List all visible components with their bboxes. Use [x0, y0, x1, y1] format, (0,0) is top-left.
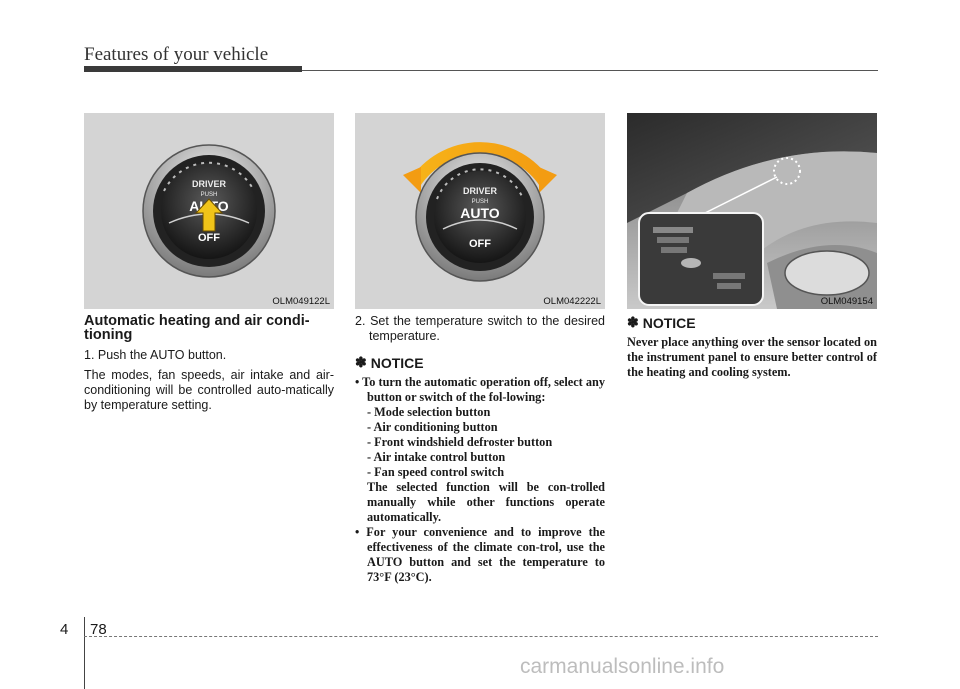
rotate-arrow-icon: [403, 142, 557, 193]
notice-body: • To turn the automatic operation off, s…: [355, 375, 605, 585]
notice-bullet-tail: The selected function will be con-trolle…: [367, 480, 605, 524]
knob-off-label: OFF: [469, 238, 491, 250]
column-temperature: 2. Set the temperature switch to the des…: [355, 314, 605, 585]
knob-off-label: OFF: [198, 232, 220, 244]
chapter-number: 4: [60, 621, 69, 638]
knob-push-label: PUSH: [472, 199, 489, 205]
notice-sub-item: - Front windshield defroster button: [367, 435, 553, 449]
page-number: 78: [90, 621, 107, 638]
header-rule: [302, 70, 878, 71]
figure-code: OLM049154: [820, 296, 873, 307]
figure-temperature-switch: DRIVER PUSH AUTO OFF OLM042222L: [355, 113, 605, 309]
watermark: carmanualsonline.info: [520, 655, 725, 678]
column-auto-operation: Automatic heating and air condi-tioning …: [84, 314, 334, 418]
notice-heading: ✽ NOTICE: [355, 354, 605, 371]
step-1: 1. Push the AUTO button.: [84, 348, 227, 362]
sensor-inset: [638, 212, 764, 306]
auto-knob-illustration: DRIVER PUSH AUTO OFF: [142, 144, 276, 278]
footer-rule: [84, 636, 878, 637]
knob-driver-label: DRIVER: [463, 186, 498, 196]
figure-code: OLM042222L: [543, 296, 601, 307]
notice-heading: ✽ NOTICE: [627, 314, 877, 331]
sensor-highlight-icon: [773, 157, 801, 185]
notice-bullet: • To turn the automatic operation off, s…: [355, 375, 605, 404]
temperature-knob-illustration: DRIVER PUSH AUTO OFF: [403, 142, 557, 282]
auto-description: The modes, fan speeds, air intake and ai…: [84, 368, 334, 412]
column-sensor-notice: ✽ NOTICE Never place anything over the s…: [627, 314, 877, 380]
header-bar: [84, 66, 302, 72]
step-2: 2. Set the temperature switch to the des…: [355, 314, 605, 343]
notice-label: NOTICE: [642, 314, 696, 331]
figure-sensor-location: OLM049154: [627, 113, 877, 309]
knob-driver-label: DRIVER: [192, 179, 227, 189]
notice-sub-item: - Fan speed control switch: [367, 465, 505, 479]
section-title: Automatic heating and air condi-tioning: [84, 313, 310, 343]
notice-sub-item: - Mode selection button: [367, 405, 491, 419]
notice-body: Never place anything over the sensor loc…: [627, 335, 877, 379]
footer-divider: [84, 617, 85, 689]
figure-code: OLM049122L: [272, 296, 330, 307]
figure-auto-button: DRIVER PUSH AUTO OFF OLM049122L: [84, 113, 334, 309]
sensor-location-illustration: [627, 113, 877, 309]
knob-auto-label: AUTO: [460, 205, 500, 221]
notice-icon: ✽: [355, 354, 367, 370]
push-arrow-icon: [194, 198, 224, 232]
notice-sub-item: - Air conditioning button: [367, 420, 498, 434]
page-header-title: Features of your vehicle: [84, 44, 269, 65]
notice-label: NOTICE: [370, 354, 424, 371]
notice-bullet: • For your convenience and to improve th…: [355, 525, 605, 584]
notice-icon: ✽: [627, 314, 639, 330]
knob-push-label: PUSH: [201, 192, 218, 198]
notice-sub-item: - Air intake control button: [367, 450, 506, 464]
